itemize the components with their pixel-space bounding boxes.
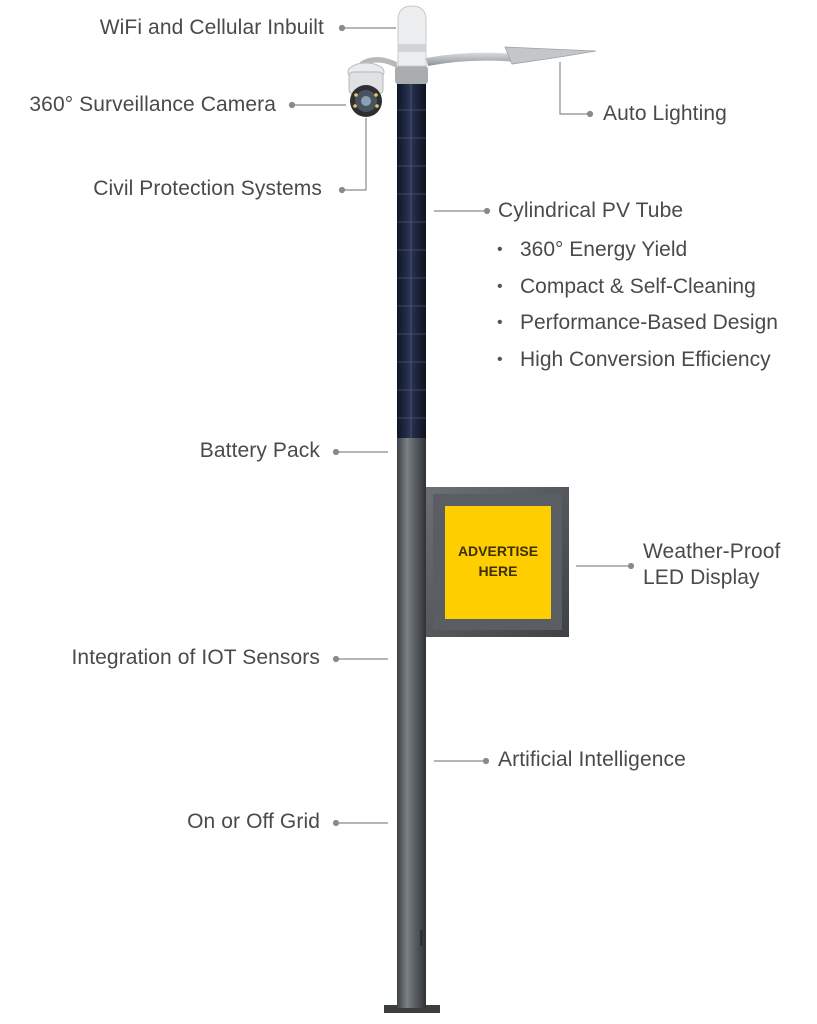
pv-cell-lines [397,82,426,438]
bullet-icon: • [497,241,503,259]
leader-lines [288,24,635,827]
label-camera: 360° Surveillance Camera [29,93,276,116]
router-band [398,44,426,52]
label-led-display-1: Weather-Proof [643,540,781,563]
light-head [504,46,597,65]
pole-lower [397,438,426,1008]
bullet-icon: • [497,350,503,368]
ad-panel-text: ADVERTISE HERE [446,541,550,581]
label-wifi: WiFi and Cellular Inbuilt [99,16,324,39]
label-iot-sensors: Integration of IOT Sensors [71,646,320,669]
pv-feature-list: •360° Energy Yield •Compact & Self-Clean… [497,232,778,378]
label-grid: On or Off Grid [187,810,320,833]
label-artificial-intelligence: Artificial Intelligence [498,748,686,771]
pv-feature-item: •High Conversion Efficiency [497,347,771,371]
pole-door [420,930,423,946]
bullet-icon: • [497,314,503,332]
label-battery-pack: Battery Pack [199,439,320,462]
surveillance-camera [347,62,385,117]
pv-feature-item: •Performance-Based Design [497,311,778,335]
pv-tube [397,82,426,438]
label-civil-protection: Civil Protection Systems [93,177,322,200]
label-led-display-2: LED Display [643,566,760,589]
wifi-router-dome [397,5,427,67]
light-arm [426,52,517,66]
pv-feature-item: •Compact & Self-Cleaning [497,274,756,298]
bullet-icon: • [497,277,503,295]
label-pv-tube: Cylindrical PV Tube [498,199,684,222]
led-display [426,487,569,637]
ad-line-2: HERE [478,563,518,579]
camera-bracket [360,57,397,68]
label-auto-lighting: Auto Lighting [603,102,727,125]
ad-line-1: ADVERTISE [457,543,539,559]
pole-top-collar [395,66,428,84]
base-plate [384,1005,440,1013]
pv-feature-item: •360° Energy Yield [497,238,688,262]
